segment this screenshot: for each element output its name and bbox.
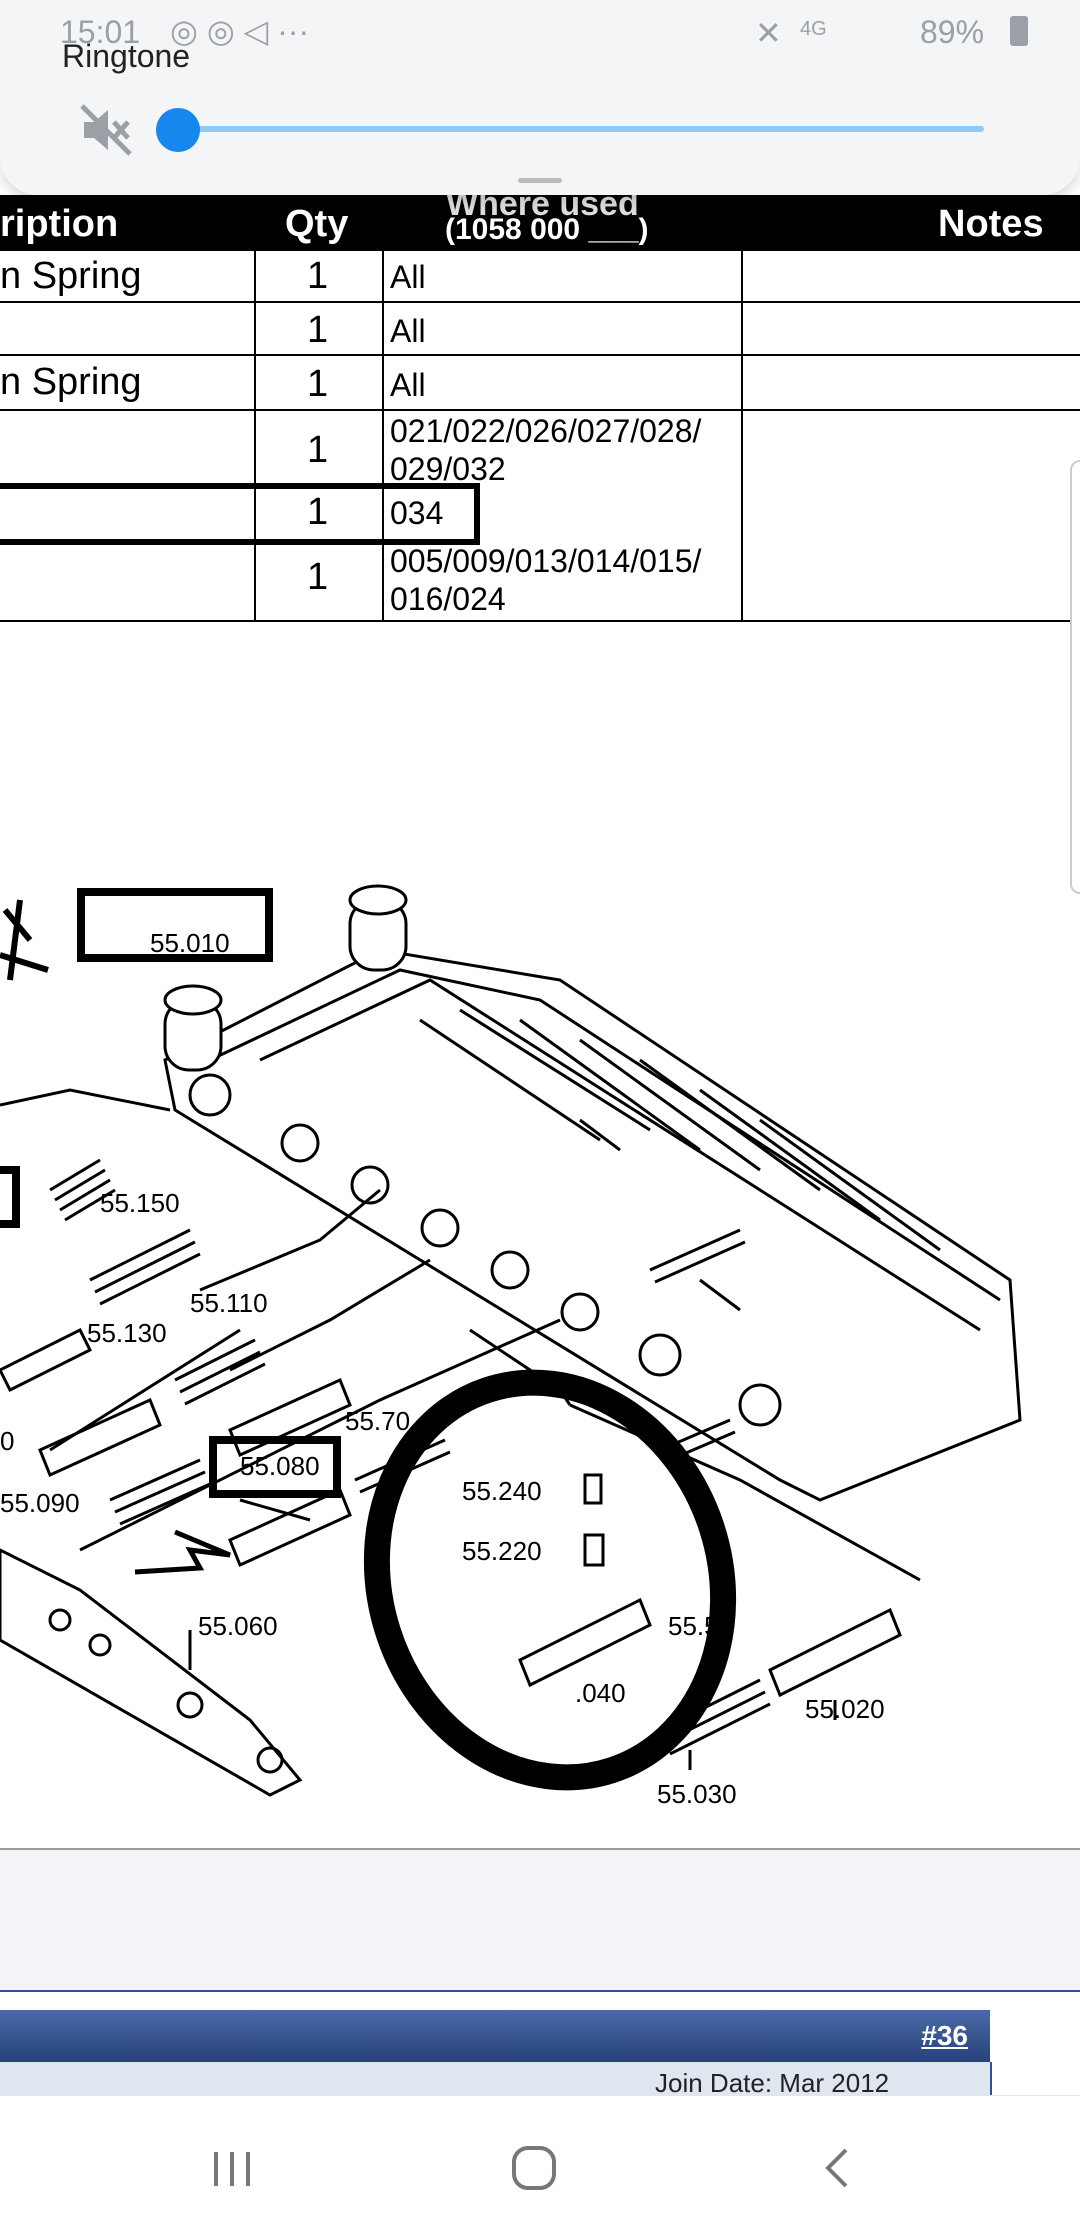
label-55030: 55.030 [657,1779,737,1809]
label-55090: 55.090 [0,1488,80,1518]
label-55060: 55.060 [198,1611,278,1641]
volume-mute-icon[interactable] [78,102,134,158]
row6-where-line1: 005/009/013/014/015/ [390,543,702,579]
label-55050: 55.50 [668,1611,733,1641]
status-notification-icons: ◎ ◎ ◁ ··· [170,13,310,49]
label-55150: 55.150 [100,1188,180,1218]
recents-icon[interactable] [210,2146,256,2192]
volume-label: Ringtone [62,38,191,74]
header-qty: Qty [285,203,349,245]
label-55020: 55.020 [805,1694,885,1724]
home-icon[interactable] [510,2144,558,2192]
page-separator [0,1848,1080,1992]
parts-table: n Spring 1 All 1 All n Spring 1 All 1 02… [0,251,1080,622]
table-header: ription Qty Where used (1058 000 ___) No… [0,185,1080,251]
post-header: #36 [0,2010,990,2062]
status-time: 15:01 [60,14,141,50]
row1-where: All [390,259,426,295]
battery-icon [1010,16,1028,46]
status-bar: 15:01 ◎ ◎ ◁ ··· ✕ 4G 89% [0,0,1080,70]
row4-where-line1: 021/022/026/027/028/ [390,413,702,449]
header-notes: Notes [938,203,1044,245]
navigation-bar [0,2095,1080,2221]
row1-description: n Spring [0,255,142,297]
mute-status-icon: ✕ [755,15,782,51]
row3-qty: 1 [307,363,329,405]
join-date: Join Date: Mar 2012 [655,2068,890,2098]
label-55010: 55.010 [150,928,230,958]
exploded-parts-diagram: 55.010 55.150 55.130 55.110 0 55.090 55.… [0,884,1022,1809]
label-55040: .040 [575,1678,626,1708]
row2-where: All [390,313,426,349]
row1-qty: 1 [307,255,329,297]
row3-description: n Spring [0,361,142,403]
network-label: 4G [800,18,827,40]
row6-where-line2: 016/024 [390,581,506,617]
label-55130: 55.130 [87,1318,167,1348]
label-0: 0 [0,1426,14,1456]
volume-slider-thumb[interactable] [156,108,200,152]
volume-panel: 15:01 ◎ ◎ ◁ ··· ✕ 4G 89% Ringtone [0,0,1080,195]
row5-qty: 1 [307,491,329,533]
label-55240: 55.240 [462,1476,542,1506]
panel-handle[interactable] [518,178,562,183]
row3-where: All [390,367,426,403]
label-55220: 55.220 [462,1536,542,1566]
row2-qty: 1 [307,309,329,351]
label-55070: 55.70 [345,1406,410,1436]
row6-qty: 1 [307,556,329,598]
label-55080: 55.080 [240,1451,320,1481]
highlight-box-row5 [0,483,480,545]
volume-slider-track[interactable] [178,126,984,132]
label-55110: 55.110 [190,1288,268,1318]
row5-where: 034 [390,495,444,531]
post-number-link[interactable]: #36 [921,2020,968,2051]
header-where-used-code: (1058 000 ___) [445,213,649,246]
back-icon[interactable] [818,2144,858,2192]
header-description: ription [0,203,119,245]
row4-qty: 1 [307,429,329,471]
edge-panel-handle[interactable] [1070,460,1080,894]
battery-level: 89% [920,14,985,50]
row4-where-line2: 029/032 [390,451,506,487]
